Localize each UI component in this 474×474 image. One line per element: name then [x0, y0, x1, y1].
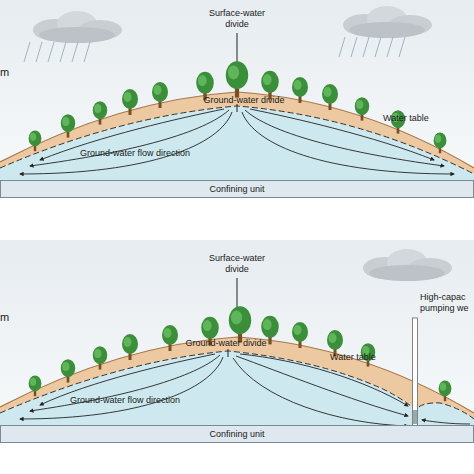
tree [229, 306, 251, 342]
cut-label: m [0, 311, 9, 324]
rain [339, 37, 405, 57]
cut-label: m [0, 66, 9, 79]
unsaturated-zone [0, 337, 474, 419]
tree [226, 61, 248, 97]
aquifer [0, 106, 474, 180]
confining-band: Confining unit [0, 180, 474, 198]
rain [24, 42, 90, 62]
cloud [33, 11, 122, 43]
flow-label: Ground-water flow direction [80, 148, 190, 159]
divide-label: Surface-water divide [204, 253, 270, 275]
well-label: High-capac pumping we [420, 292, 474, 314]
cloud [343, 6, 432, 38]
pumping-well [413, 318, 418, 426]
water-table-line [0, 106, 474, 174]
divide-label: Surface-water divide [204, 8, 270, 30]
sky [0, 0, 474, 180]
divide-tick [237, 104, 238, 112]
sky [0, 240, 474, 425]
divide-tick [228, 349, 229, 357]
divide-label: Ground-water divide [185, 338, 266, 349]
land-surface [0, 92, 474, 168]
flow-arrows [20, 109, 454, 174]
land-surface [0, 337, 474, 413]
cloud [363, 249, 452, 281]
band-label: Confining unit [209, 429, 264, 439]
well-screen [413, 410, 417, 424]
water-table-label: Water table [330, 352, 376, 363]
flow-label: Ground-water flow direction [70, 395, 180, 406]
confining-band: Confining unit [0, 425, 474, 443]
unsaturated-zone [0, 92, 474, 174]
water-table-label: Water table [383, 113, 429, 124]
flow-arrows [20, 354, 470, 426]
water-table-line [0, 351, 474, 419]
band-label: Confining unit [209, 184, 264, 194]
divide-label: Ground-water divide [203, 95, 284, 106]
